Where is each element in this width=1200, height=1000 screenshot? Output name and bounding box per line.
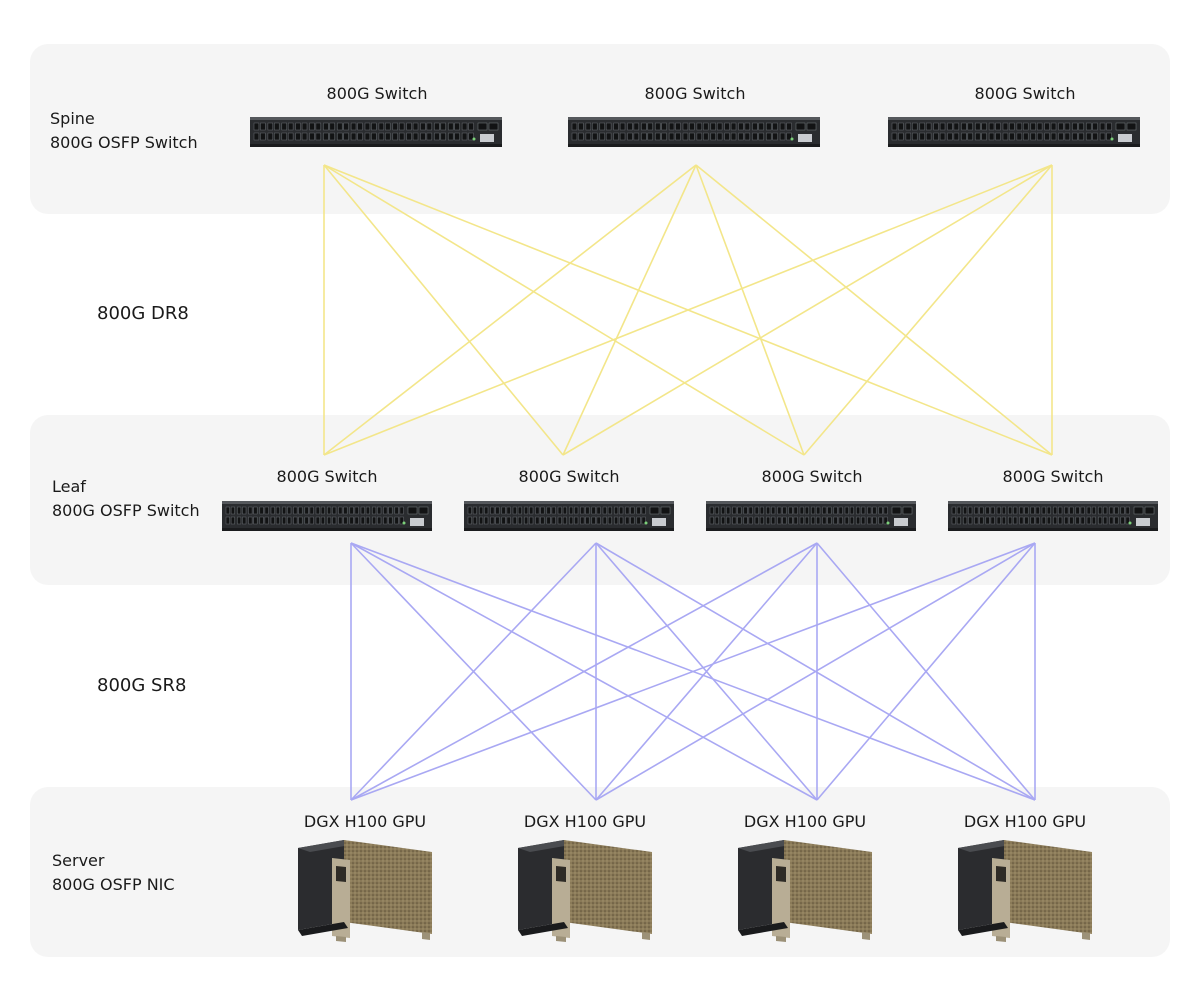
leaf-switch-label: 800G Switch — [518, 467, 620, 486]
spine-tier-name: Spine — [50, 109, 95, 128]
network-switch-icon — [222, 501, 432, 531]
dr8-link-line — [562, 164, 1053, 456]
spine-tier-subtitle: 800G OSFP Switch — [50, 133, 198, 152]
dr8-link-label: 800G DR8 — [97, 303, 189, 324]
gpu-server-icon — [952, 838, 1094, 943]
sr8-link-line — [816, 542, 1036, 801]
network-switch-icon — [706, 501, 916, 531]
spine-switch-label: 800G Switch — [644, 84, 746, 103]
sr8-link-line — [595, 542, 818, 801]
server-label: DGX H100 GPU — [303, 812, 427, 831]
spine-leaf-links — [323, 164, 1053, 456]
server-label: DGX H100 GPU — [523, 812, 647, 831]
dr8-link-line — [323, 164, 805, 456]
server-tier-subtitle: 800G OSFP NIC — [52, 875, 175, 894]
network-switch-icon — [948, 501, 1158, 531]
sr8-link-line — [595, 542, 1036, 801]
network-switch-icon — [568, 117, 820, 147]
leaf-switch-label: 800G Switch — [761, 467, 863, 486]
spine-switch-label: 800G Switch — [326, 84, 428, 103]
leaf-tier-name: Leaf — [52, 477, 86, 496]
dr8-link-line — [803, 164, 1053, 456]
server-tier-name: Server — [52, 851, 105, 870]
leaf-switch-label: 800G Switch — [276, 467, 378, 486]
leaf-tier-subtitle: 800G OSFP Switch — [52, 501, 200, 520]
spine-tier-label: Spine 800G OSFP Switch — [50, 107, 198, 155]
gpu-server-icon — [732, 838, 874, 943]
server-label: DGX H100 GPU — [743, 812, 867, 831]
leaf-tier-panel — [30, 415, 1170, 585]
server-tier-label: Server 800G OSFP NIC — [52, 849, 175, 897]
gpu-server-icon — [292, 838, 434, 943]
sr8-link-line — [350, 542, 597, 801]
leaf-switch-label: 800G Switch — [1002, 467, 1104, 486]
network-switch-icon — [464, 501, 674, 531]
spine-switch-label: 800G Switch — [974, 84, 1076, 103]
dr8-link-line — [323, 164, 564, 456]
leaf-server-links — [350, 542, 1036, 801]
leaf-tier-label: Leaf 800G OSFP Switch — [52, 475, 200, 523]
gpu-server-icon — [512, 838, 654, 943]
server-label: DGX H100 GPU — [963, 812, 1087, 831]
dr8-link-line — [562, 164, 697, 456]
dr8-link-line — [323, 164, 1053, 456]
sr8-link-line — [350, 542, 818, 801]
network-switch-icon — [250, 117, 502, 147]
network-switch-icon — [888, 117, 1140, 147]
sr8-link-label: 800G SR8 — [97, 675, 187, 696]
sr8-link-line — [350, 542, 1036, 801]
dr8-link-line — [695, 164, 1053, 456]
dr8-link-line — [695, 164, 805, 456]
dr8-link-line — [323, 164, 697, 456]
